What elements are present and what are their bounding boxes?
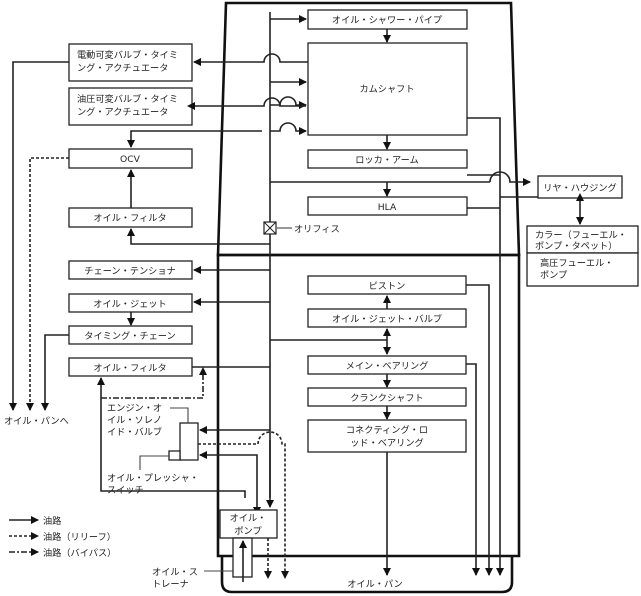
rear-housing-label: リヤ・ハウジング bbox=[543, 182, 617, 194]
collar-box bbox=[526, 225, 639, 254]
legend-label-dashdot: 油路（バイパス） bbox=[43, 547, 116, 559]
orifice-label: オリフィス bbox=[294, 224, 340, 235]
hp-fuel-pump-label-2: ポンプ bbox=[540, 270, 568, 281]
hp-fuel-pump-label-1: 高圧フューエル・ bbox=[540, 257, 614, 269]
crankshaft-label: クランクシャフト bbox=[350, 393, 424, 404]
camshaft-label: カムシャフト bbox=[359, 84, 414, 95]
oil-filter-upper-label: オイル・フィルタ bbox=[93, 213, 166, 224]
to-oil-pan-label: オイル・パンへ bbox=[4, 416, 69, 427]
electric-vvt-actuator-box bbox=[68, 43, 193, 82]
piston-label: ピストン bbox=[369, 281, 406, 292]
solenoid-valve-box bbox=[179, 422, 199, 461]
hydraulic-vvt-label-1: 油圧可変バルブ・タイミ bbox=[77, 93, 178, 105]
pressure-switch-label-1: オイル・プレッシャ・ bbox=[107, 473, 199, 484]
oil-jet-label: オイル・ジェット bbox=[93, 299, 167, 310]
hydraulic-vvt-label-2: ング・アクチュエータ bbox=[77, 106, 168, 118]
hp-fuel-pump-box bbox=[526, 252, 639, 287]
rocker-arm-box bbox=[307, 149, 468, 169]
timing-chain-label: タイミング・チェーン bbox=[84, 330, 175, 342]
conrod-label-2: ッド・ベアリング bbox=[350, 437, 424, 449]
conrod-label-1: コネクティング・ロ bbox=[346, 424, 428, 436]
solenoid-label-3: イド・バルブ bbox=[107, 426, 162, 438]
legend: 油路 油路（リリーフ） 油路（バイパス） bbox=[9, 515, 116, 559]
collar-label-1: カラー（フューエル・ bbox=[535, 230, 627, 241]
chain-tensioner-label: チェーン・テンショナ bbox=[84, 266, 175, 277]
oil-pump-label-1: オイル・ bbox=[230, 513, 267, 524]
legend-label-dotted: 油路（リリーフ） bbox=[43, 531, 116, 543]
collar-label-2: ポンプ・タペット） bbox=[535, 241, 617, 252]
electric-vvt-label-2: ング・アクチュエータ bbox=[77, 62, 168, 74]
electric-vvt-label-1: 電動可変バルブ・タイミ bbox=[77, 49, 178, 61]
rocker-arm-label: ロッカ・アーム bbox=[355, 155, 418, 166]
main-bearing-label: メイン・ベアリング bbox=[346, 360, 429, 372]
chain-tensioner-box bbox=[68, 260, 193, 280]
pressure-switch-box bbox=[168, 450, 181, 461]
oil-pan-label: オイル・パン bbox=[347, 579, 403, 590]
hla-box bbox=[307, 196, 468, 216]
strainer-label-2: トレーナ bbox=[152, 579, 189, 590]
oil-pan-outline bbox=[220, 556, 514, 594]
oil-jet-valve-label: オイル・ジェット・バルブ bbox=[332, 313, 442, 325]
legend-label-solid: 油路 bbox=[43, 515, 61, 527]
hla-label: HLA bbox=[378, 202, 397, 213]
oil-filter-upper-box bbox=[68, 207, 193, 228]
solenoid-label-2: イル・ソレノ bbox=[107, 415, 162, 426]
strainer-label-1: オイル・ス bbox=[152, 567, 198, 578]
pressure-switch-label-2: スイッチ bbox=[107, 485, 144, 496]
oil-pump-label-2: ポンプ bbox=[234, 526, 262, 537]
oil-pump-box bbox=[219, 509, 278, 539]
oil-filter-lower-label: オイル・フィルタ bbox=[93, 363, 166, 374]
solenoid-label-1: エンジン・オ bbox=[107, 403, 162, 414]
ocv-label: OCV bbox=[120, 154, 141, 165]
oil-shower-pipe-label: オイル・シャワー・パイプ bbox=[332, 15, 443, 26]
